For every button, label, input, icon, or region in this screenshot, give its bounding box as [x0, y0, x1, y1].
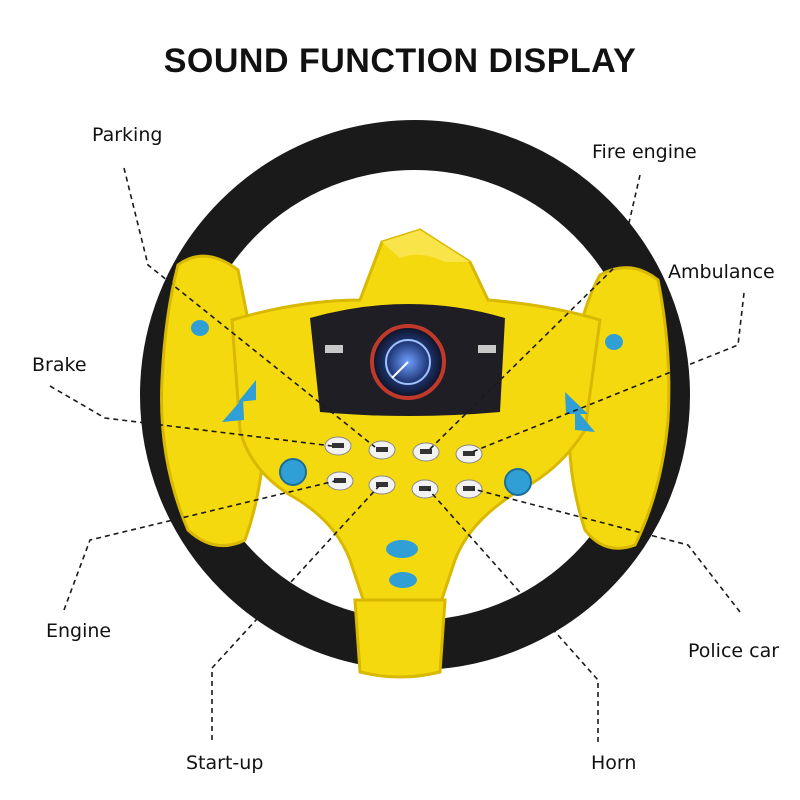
label-fire-engine: Fire engine: [592, 141, 697, 163]
label-engine: Engine: [46, 620, 112, 642]
left-side-button: [279, 458, 307, 486]
stem-dot-lower: [389, 572, 417, 588]
fire-engine-leader-line: [429, 174, 641, 450]
label-horn: Horn: [591, 752, 637, 774]
label-police-car: Police car: [688, 640, 780, 662]
brake-leader-line: [49, 385, 333, 447]
wheel-stem: [353, 598, 447, 679]
left-arrow-icon: [222, 398, 244, 422]
horn-leader-line: [427, 488, 599, 742]
start-up-leader-line: [211, 485, 380, 740]
right-arrow-icon: [575, 408, 595, 432]
page-title: SOUND FUNCTION DISPLAY: [163, 42, 637, 80]
label-ambulance: Ambulance: [668, 261, 775, 283]
label-parking: Parking: [92, 124, 163, 146]
left-grip-dot: [191, 320, 209, 336]
parking-leader-line: [123, 167, 376, 448]
sound-buttons: [324, 436, 483, 499]
police-car-leader-line: [472, 488, 741, 613]
right-side-button: [504, 468, 532, 496]
ambulance-leader-line: [471, 292, 745, 453]
label-brake: Brake: [32, 354, 87, 376]
engine-leader-line: [63, 480, 336, 611]
label-start-up: Start-up: [186, 752, 264, 774]
left-arrow-icon: [238, 380, 256, 402]
stem-dot-upper: [386, 540, 418, 558]
right-grip-dot: [605, 334, 623, 350]
